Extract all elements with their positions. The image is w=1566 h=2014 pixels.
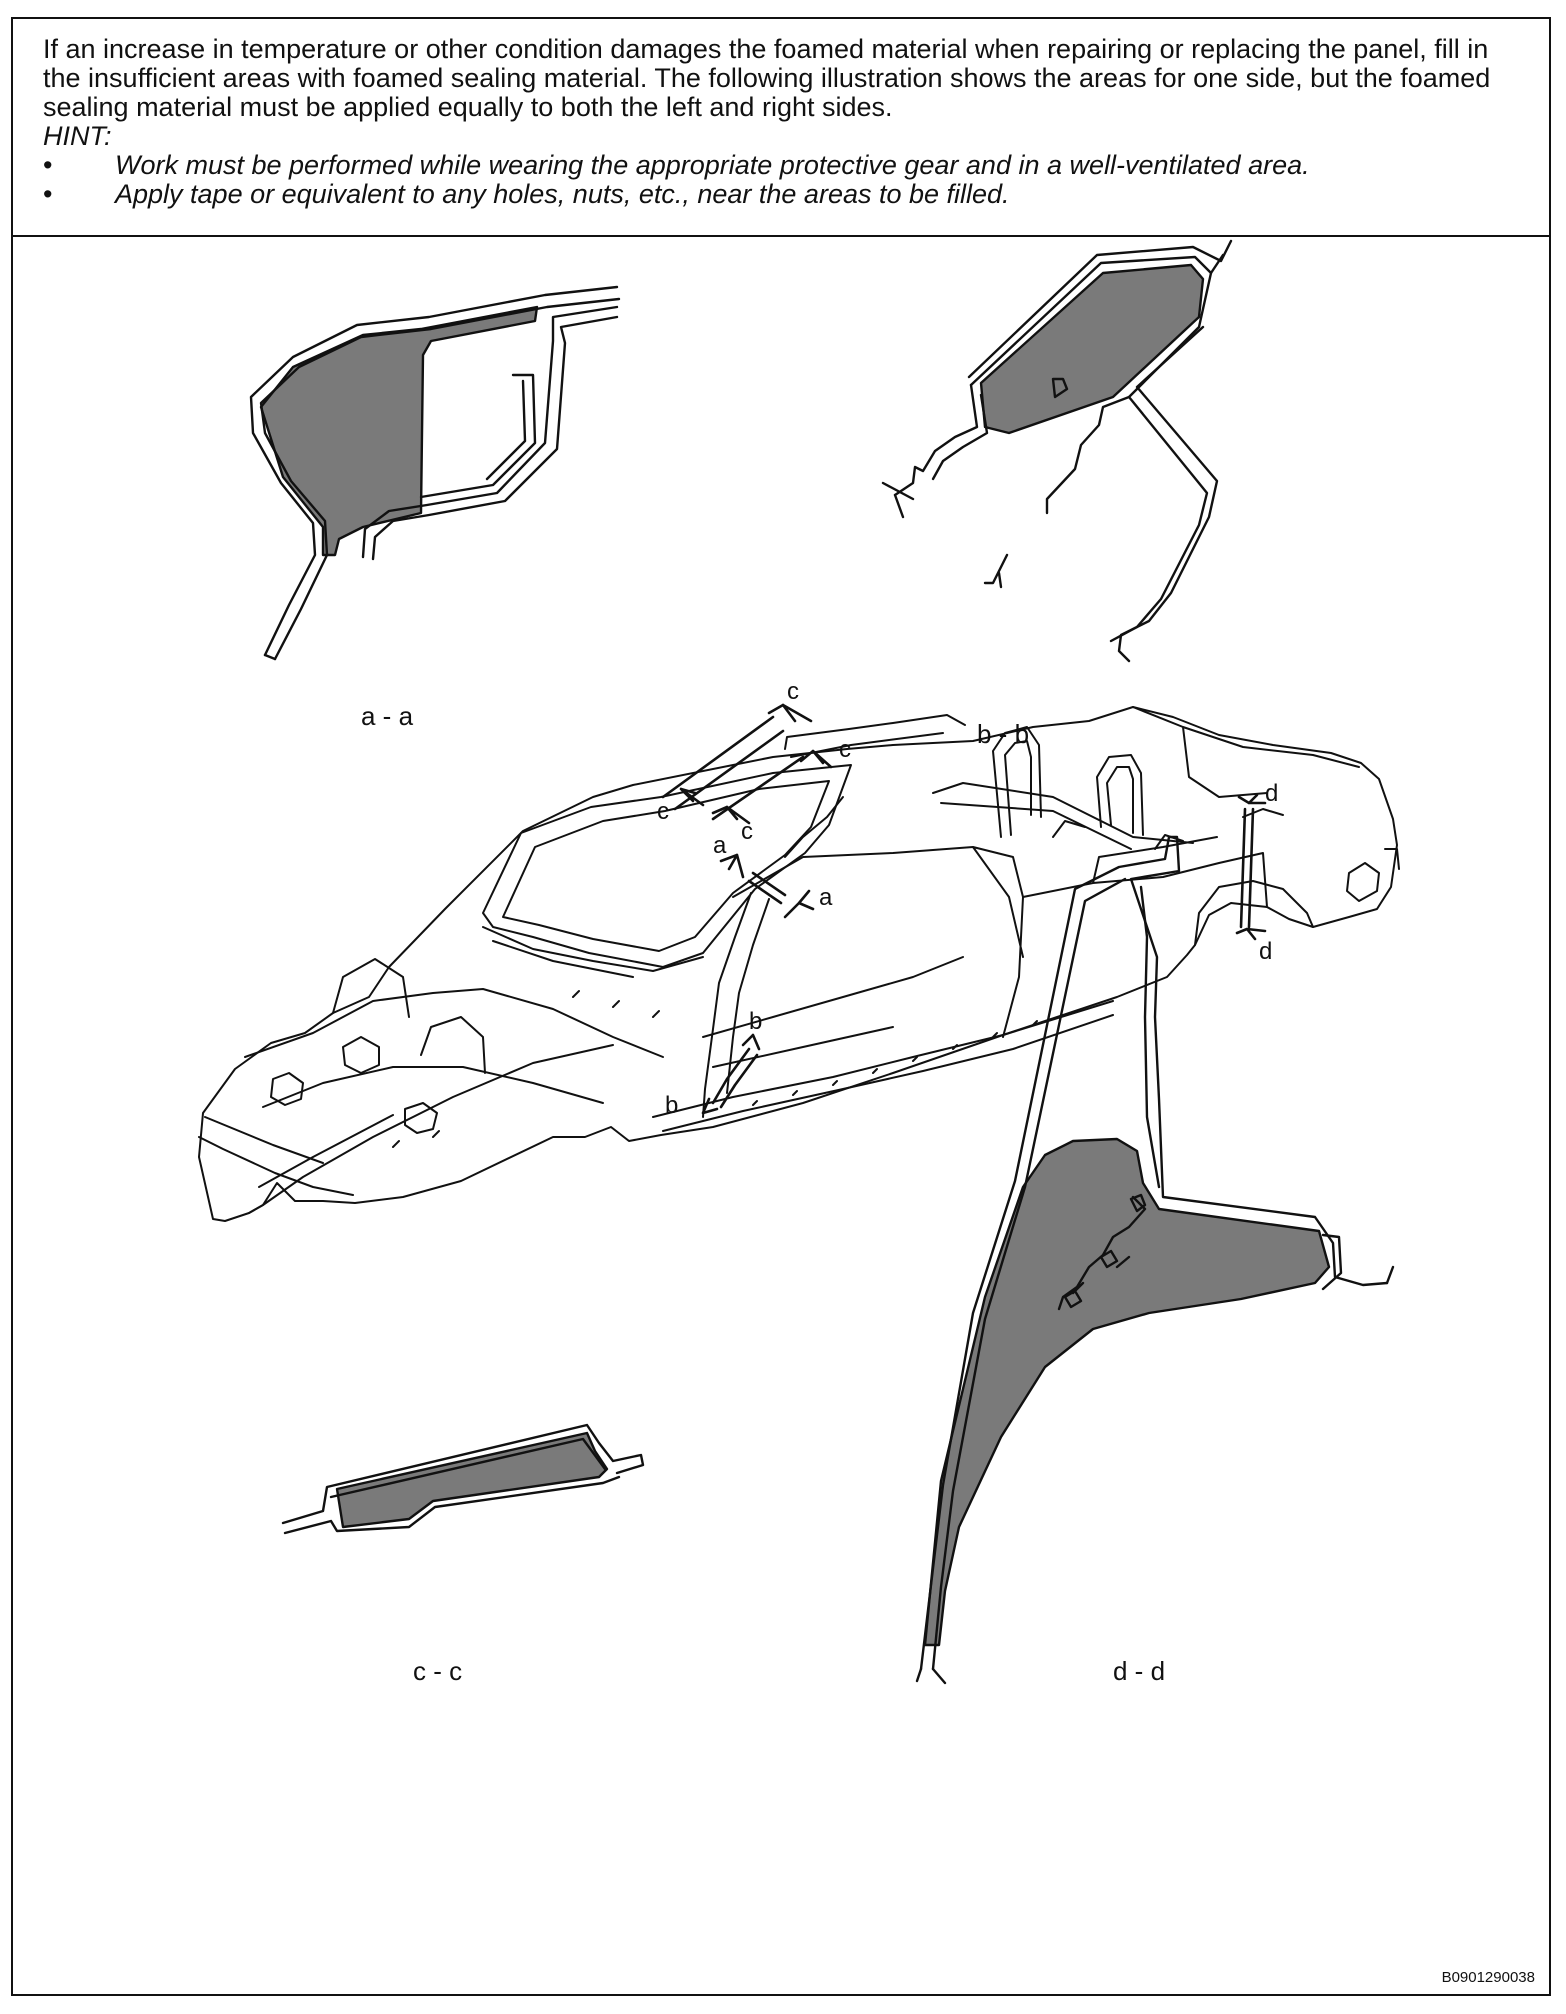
page-frame: If an increase in temperature or other c… [11, 17, 1551, 1996]
section-b-b-flange-2 [1117, 325, 1219, 663]
section-a-a-edge [263, 653, 277, 661]
cut-line-d [1239, 807, 1255, 929]
section-c-c-inner [329, 1437, 607, 1499]
section-b-b-outer [969, 253, 1225, 387]
marker-d-upper: d [1265, 780, 1278, 807]
engine-details [270, 1036, 438, 1134]
section-c-c-outer-2 [283, 1475, 621, 1535]
arrow-c-bottom [711, 805, 751, 825]
bullet-dot: • [43, 150, 53, 180]
front-engine-bay [244, 988, 664, 1108]
section-a-a-inner-panel [361, 305, 619, 559]
cut-line-a [747, 871, 787, 905]
section-b-b-stub [983, 553, 1009, 589]
roll-hoop-right [1096, 754, 1144, 836]
door-opening [732, 846, 1024, 1038]
windshield-inner [502, 780, 830, 952]
section-d-d-end [915, 1265, 1395, 1685]
cut-line-b [711, 1047, 759, 1109]
tail-light-housing [1346, 848, 1400, 902]
car-body-drawing [198, 706, 1400, 1222]
hint-item-2: • Apply tape or equivalent to any holes, … [43, 180, 1519, 209]
arrow-a-lower [783, 889, 815, 919]
a-pillar [702, 892, 770, 1118]
rear-crossmember [932, 782, 1194, 850]
section-d-d-foam [923, 1137, 1331, 1647]
illustration-svg: a - a b - b [198, 239, 1400, 1686]
marker-c-top: c [787, 678, 799, 705]
section-d-d-inner [1139, 885, 1343, 1291]
cowl [482, 926, 704, 978]
arrow-b-upper [741, 1033, 761, 1051]
arrow-c-left [679, 787, 705, 807]
marker-labels: c c c c a a b b d d [657, 678, 1278, 1119]
section-c-c-drawing [281, 1423, 645, 1535]
a-pillar-2 [784, 796, 844, 858]
hint-text-2: Apply tape or equivalent to any holes, n… [115, 179, 1010, 209]
section-b-b-foam [979, 263, 1205, 435]
arrow-c-top [767, 703, 813, 723]
arrow-d-lower [1235, 927, 1267, 941]
section-b-b-bracket [1051, 377, 1069, 399]
body-holes [752, 1020, 1038, 1106]
windshield-frame [482, 764, 852, 968]
car-body-outline [198, 706, 1398, 1222]
section-a-a-outer-panel [249, 285, 619, 657]
instruction-box: If an increase in temperature or other c… [13, 19, 1549, 237]
bullet-dot: • [43, 179, 53, 209]
section-d-d-label: d - d [1113, 1656, 1165, 1686]
section-b-b-flange-3 [1109, 395, 1209, 643]
section-b-b-lower-2 [931, 393, 989, 481]
section-c-c-outer [281, 1423, 645, 1525]
section-c-c-foam [335, 1431, 609, 1529]
marker-a-lower: a [819, 884, 833, 911]
rocker-panel [652, 1000, 1114, 1132]
section-markers [661, 703, 1267, 1115]
section-d-d-bolt [1063, 1193, 1147, 1309]
hinge-bolts [392, 990, 660, 1148]
section-a-a-label: a - a [361, 701, 414, 731]
section-a-a-drawing [249, 285, 621, 661]
illustration-area: a - a b - b [13, 237, 1549, 1996]
rear-deck [1132, 706, 1360, 798]
section-c-c-label: c - c [413, 1656, 462, 1686]
front-suspension-tower [332, 958, 486, 1074]
hint-text-1: Work must be performed while wearing the… [115, 150, 1310, 180]
front-frame-rail [248, 1044, 614, 1214]
section-b-b-lower [893, 383, 979, 497]
marker-c-right: c [839, 736, 851, 763]
marker-b-lower: b [665, 1092, 678, 1119]
section-b-b-drawing [881, 239, 1233, 663]
instruction-paragraph: If an increase in temperature or other c… [43, 34, 1491, 122]
diagram-code: B0901290038 [1441, 1969, 1535, 1986]
arrow-d-upper [1237, 793, 1267, 805]
marker-c-left: c [657, 798, 669, 825]
hint-item-1: • Work must be performed while wearing th… [43, 151, 1519, 180]
section-b-b-end-left [881, 481, 915, 519]
roll-hoop-left-inner [1004, 740, 1032, 836]
marker-d-lower: d [1259, 938, 1272, 965]
rear-wheel-arch [1194, 880, 1314, 946]
marker-a-upper: a [713, 832, 727, 859]
floor-tunnel [702, 956, 964, 1068]
arrow-b-lower [701, 1097, 719, 1115]
section-a-a-foam [259, 305, 539, 557]
section-d-d-drawing [915, 835, 1395, 1685]
roll-hoop-right-inner [1106, 766, 1134, 834]
marker-b-upper: b [749, 1008, 762, 1035]
arrow-a-upper [719, 853, 745, 879]
arrow-c-right [799, 749, 833, 769]
section-a-a-reinforcement [419, 373, 537, 499]
hint-label: HINT: [43, 121, 112, 151]
front-bumper-beam [198, 1116, 354, 1196]
cut-line-c-upper [661, 715, 785, 811]
rear-quarter-panel [1022, 836, 1268, 908]
roll-hoop-left [992, 726, 1042, 838]
section-b-b-outer-2 [967, 239, 1233, 379]
section-a-a-inner-panel-2 [371, 315, 619, 561]
section-d-d-outer-2 [931, 877, 1127, 1671]
marker-c-bottom: c [741, 818, 753, 845]
section-a-a-outer-panel-2 [259, 297, 621, 661]
